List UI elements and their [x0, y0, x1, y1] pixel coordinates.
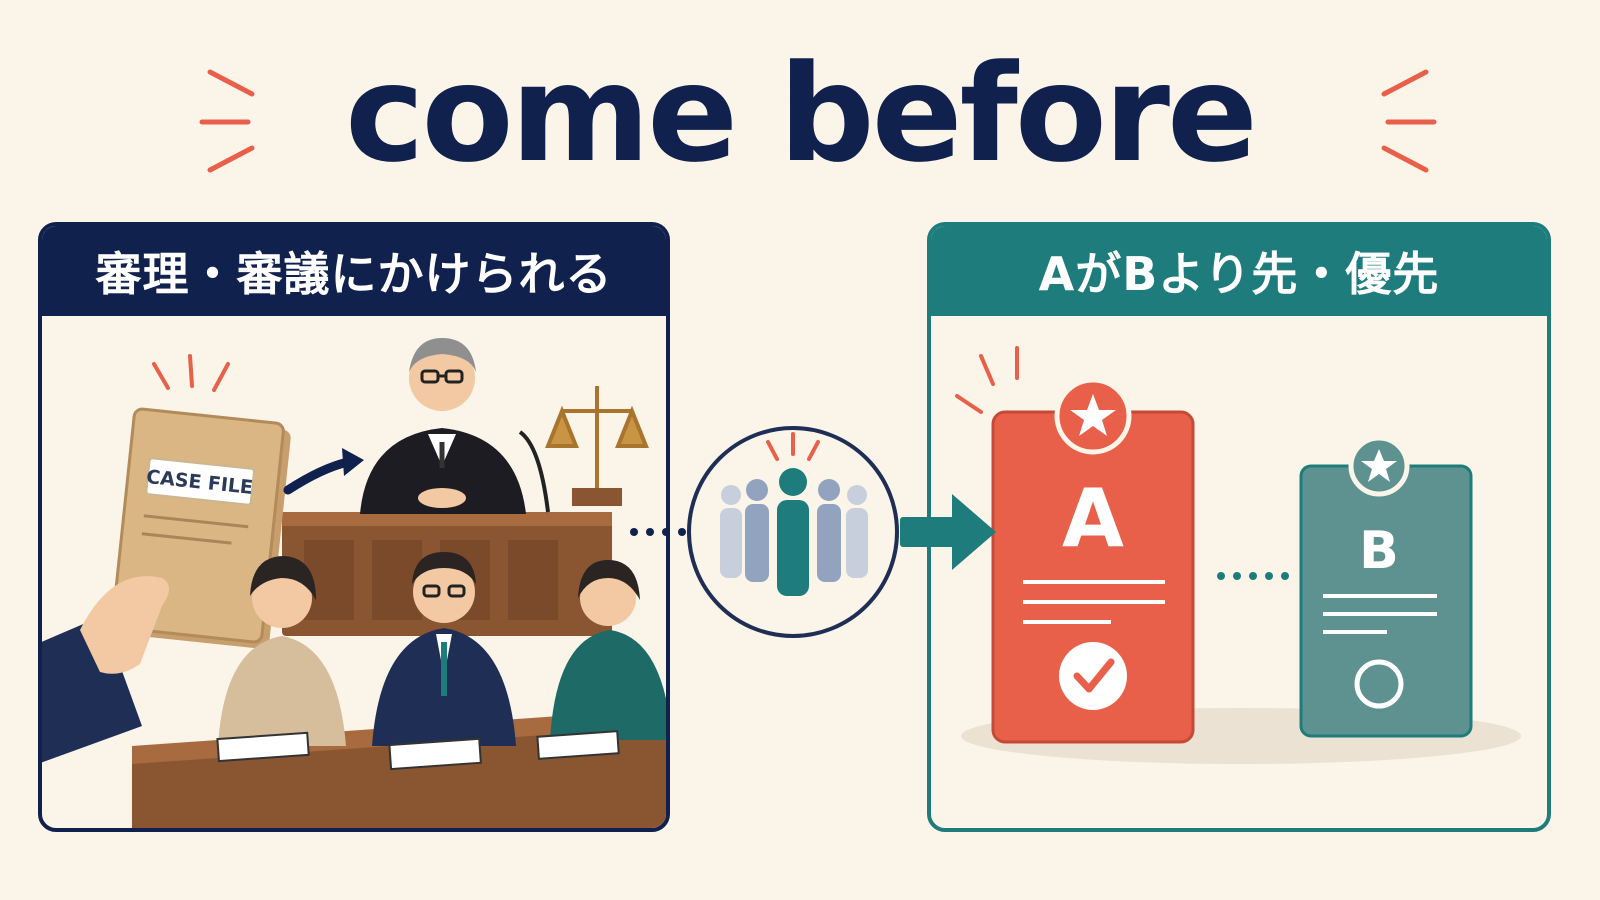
group-burst-icon — [766, 432, 820, 461]
leader-person-icon — [777, 468, 809, 596]
people-group-icon — [720, 485, 868, 578]
page-title: come before — [345, 36, 1258, 192]
arrow-to-judge-icon — [283, 457, 353, 495]
card-a: A — [991, 377, 1195, 744]
title-burst-left-icon — [199, 69, 255, 173]
participant-center-figure — [372, 552, 516, 771]
group-circle — [687, 426, 899, 638]
title-burst-right-icon — [1381, 69, 1437, 173]
card-b-star-icon — [1361, 449, 1397, 482]
panel-right-header: AがBより先・優先 — [931, 226, 1547, 316]
panel-left-header: 審理・審議にかけられる — [42, 226, 666, 316]
checkmark-icon — [1059, 642, 1127, 710]
card-b-letter: B — [1359, 521, 1399, 581]
participant-right-figure — [536, 560, 666, 760]
card-b: B — [1299, 435, 1473, 738]
priority-illustration: A B — [955, 346, 1521, 764]
dotted-connector-icon — [1217, 572, 1289, 580]
participant-left-figure — [216, 556, 346, 763]
panel-court-deliberation: 審理・審議にかけられる — [38, 222, 670, 832]
case-file-burst-icon — [152, 354, 230, 392]
card-a-star-icon — [1070, 394, 1116, 436]
card-a-burst-icon — [955, 346, 1019, 414]
courtroom-illustration: CASE FILE — [42, 338, 666, 828]
scales-of-justice-icon — [545, 386, 649, 506]
panel-priority: AがBより先・優先 A — [927, 222, 1551, 832]
card-a-letter: A — [1062, 472, 1124, 565]
judge-figure — [360, 338, 526, 514]
empty-circle-icon — [1354, 659, 1404, 709]
front-desk — [132, 718, 666, 828]
hand-with-sleeve — [42, 576, 169, 763]
